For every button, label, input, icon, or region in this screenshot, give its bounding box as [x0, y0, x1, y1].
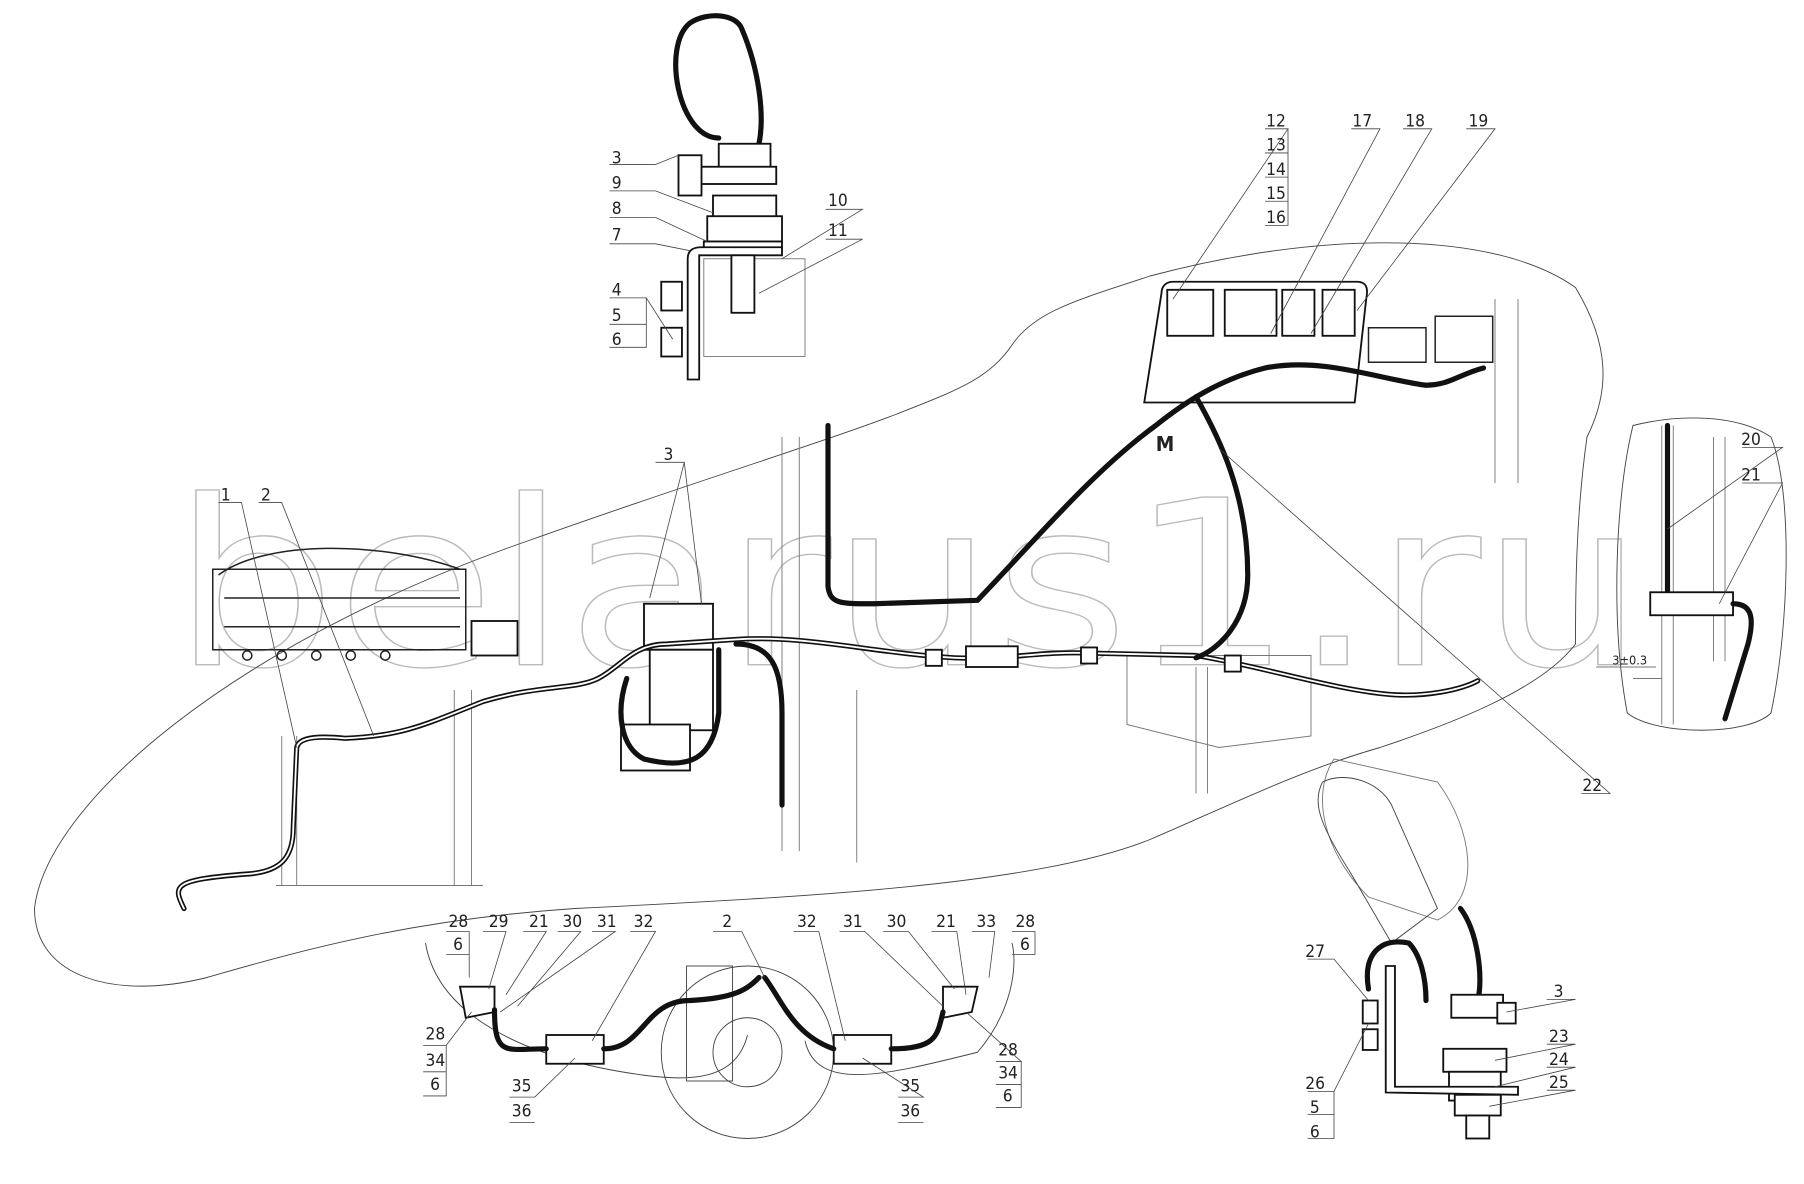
callouts-top-detail: 3 9 8 7 4 5 6 10 11: [612, 148, 848, 350]
callout-32: 32: [797, 912, 817, 932]
callout-32: 32: [634, 912, 654, 932]
callout-33: 33: [976, 912, 996, 932]
callout-6: 6: [430, 1075, 440, 1095]
dimension-label: 3±0.3: [1612, 653, 1647, 668]
engine-block: [212, 547, 519, 661]
callout-27: 27: [1305, 942, 1325, 962]
callout-24: 24: [1549, 1050, 1569, 1070]
callout-19: 19: [1469, 112, 1489, 132]
detail-bottom-axle: [425, 942, 1015, 1139]
leader-lines: [218, 128, 1784, 1139]
callout-1: 1: [221, 485, 231, 505]
callout-15: 15: [1266, 184, 1286, 204]
detail-bottom-right-sensor: [1317, 777, 1519, 1140]
callout-6: 6: [1003, 1087, 1013, 1107]
callout-31: 31: [843, 912, 863, 932]
callout-2: 2: [722, 912, 732, 932]
callout-28: 28: [426, 1025, 446, 1045]
callout-29: 29: [489, 912, 509, 932]
watermark: belarus1.ru: [173, 453, 1645, 720]
callouts-right-detail: 20 21: [1741, 430, 1761, 486]
callout-18: 18: [1405, 112, 1425, 132]
axle-housing: [1126, 655, 1469, 921]
callout-23: 23: [1549, 1027, 1569, 1047]
callout-36: 36: [512, 1102, 532, 1122]
callouts-bottom: 28 6 29 21 30 31 32 2 32 31 30 21 33 28 …: [423, 912, 1036, 1123]
wiring-harness: [175, 362, 1487, 912]
callout-30: 30: [887, 912, 907, 932]
callout-10: 10: [828, 191, 848, 211]
detail-top-sensor: [660, 13, 806, 381]
callout-21: 21: [1741, 466, 1761, 486]
callout-36: 36: [900, 1102, 920, 1122]
dashboard-panel: M: [1143, 280, 1494, 456]
callout-9: 9: [612, 174, 622, 194]
callout-28: 28: [449, 912, 469, 932]
frame-rails: [275, 298, 1519, 886]
callout-4: 4: [612, 281, 622, 301]
callout-30: 30: [562, 912, 582, 932]
callout-16: 16: [1266, 208, 1286, 228]
callout-21: 21: [936, 912, 956, 932]
detail-right-sensor: 3±0.3: [1596, 417, 1787, 731]
callout-13: 13: [1266, 136, 1286, 156]
callout-3: 3: [664, 445, 674, 465]
callout-7: 7: [612, 225, 622, 245]
callout-35: 35: [900, 1076, 920, 1096]
callout-6: 6: [453, 935, 463, 955]
callout-34: 34: [426, 1051, 446, 1071]
callout-14: 14: [1266, 160, 1286, 180]
callout-5: 5: [612, 306, 622, 326]
callout-34: 34: [998, 1064, 1018, 1084]
callout-6: 6: [612, 330, 622, 350]
connector: [965, 645, 1019, 668]
callout-5: 5: [1310, 1098, 1320, 1118]
callout-28: 28: [1015, 912, 1035, 932]
motor-mark: M: [1156, 432, 1175, 456]
callout-6: 6: [1310, 1122, 1320, 1142]
callout-21: 21: [529, 912, 549, 932]
callout-6: 6: [1020, 935, 1030, 955]
callout-35: 35: [512, 1076, 532, 1096]
callout-26: 26: [1305, 1074, 1325, 1094]
callout-2: 2: [261, 485, 271, 505]
callout-17: 17: [1352, 112, 1372, 132]
callout-11: 11: [828, 221, 848, 241]
callout-12: 12: [1266, 112, 1286, 132]
callout-20: 20: [1741, 430, 1761, 450]
callout-3: 3: [1554, 982, 1564, 1002]
callouts-br-detail: 27 26 5 6 3 23 24 25: [1305, 942, 1569, 1143]
callout-22: 22: [1582, 776, 1602, 796]
callouts-panel: 12 13 14 15 16 17 18 19: [1266, 112, 1488, 229]
callout-8: 8: [612, 199, 622, 219]
callouts-main: 1 2 3 22: [221, 445, 1602, 796]
tractor-outline: [34, 242, 1604, 987]
callout-3: 3: [612, 148, 622, 168]
callout-31: 31: [597, 912, 617, 932]
callout-25: 25: [1549, 1073, 1569, 1093]
